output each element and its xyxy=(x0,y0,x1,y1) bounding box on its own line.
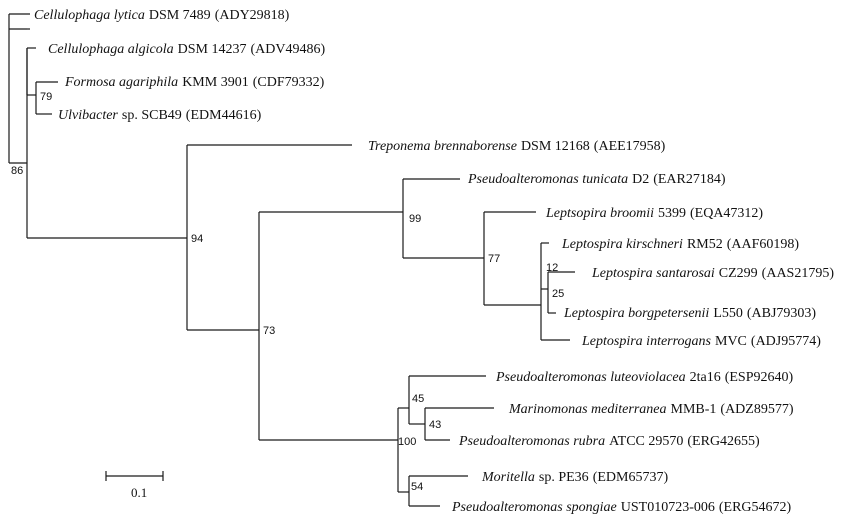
taxon-label: Treponema brennaborense DSM 12168 (AEE17… xyxy=(368,137,666,154)
bootstrap-value: 99 xyxy=(409,213,421,225)
svg-text:Cellulophaga algicola DSM 1423: Cellulophaga algicola DSM 14237 (ADV4948… xyxy=(48,40,325,57)
taxon-label: Cellulophaga lytica DSM 7489 (ADY29818) xyxy=(34,6,290,23)
taxon-label: Leptospira kirschneri RM52 (AAF60198) xyxy=(561,235,799,252)
svg-text:Pseudoalteromonas rubra ATCC 2: Pseudoalteromonas rubra ATCC 29570 (ERG4… xyxy=(458,432,760,449)
svg-text:Formosa agariphila KMM 3901 (C: Formosa agariphila KMM 3901 (CDF79332) xyxy=(64,73,325,90)
svg-text:Leptospira interrogans MVC (AD: Leptospira interrogans MVC (ADJ95774) xyxy=(581,332,821,349)
taxon-label: Pseudoalteromonas luteoviolacea 2ta16 (E… xyxy=(495,368,794,385)
bootstrap-value: 94 xyxy=(191,233,203,245)
taxon-label: Pseudoalteromonas tunicata D2 (EAR27184) xyxy=(467,170,726,187)
taxon-label: Marinomonas mediterranea MMB-1 (ADZ89577… xyxy=(508,400,794,417)
bootstrap-value: 86 xyxy=(11,165,23,177)
svg-text:Leptsopira broomii 5399 (EQA47: Leptsopira broomii 5399 (EQA47312) xyxy=(545,204,763,221)
bootstrap-value: 43 xyxy=(429,419,441,431)
svg-text:Treponema brennaborense DSM 12: Treponema brennaborense DSM 12168 (AEE17… xyxy=(368,137,666,154)
taxon-label: Leptospira interrogans MVC (ADJ95774) xyxy=(581,332,821,349)
taxon-label: Moritella sp. PE36 (EDM65737) xyxy=(481,468,668,485)
svg-text:Marinomonas mediterranea MMB-1: Marinomonas mediterranea MMB-1 (ADZ89577… xyxy=(508,400,794,417)
taxon-label: Pseudoalteromonas spongiae UST010723-006… xyxy=(451,498,792,515)
svg-text:Pseudoalteromonas spongiae UST: Pseudoalteromonas spongiae UST010723-006… xyxy=(451,498,792,515)
bootstrap-value: 73 xyxy=(263,325,275,337)
svg-text:Leptospira kirschneri RM52 (AA: Leptospira kirschneri RM52 (AAF60198) xyxy=(561,235,799,252)
bootstrap-value: 12 xyxy=(546,262,558,274)
bootstrap-value: 79 xyxy=(40,91,52,103)
bootstrap-value: 45 xyxy=(412,393,424,405)
bootstrap-value: 25 xyxy=(552,288,564,300)
taxon-label: Leptospira santarosai CZ299 (AAS21795) xyxy=(591,264,834,281)
taxon-label: Cellulophaga algicola DSM 14237 (ADV4948… xyxy=(48,40,325,57)
scale-bar: 0.1 xyxy=(105,471,164,500)
bootstrap-value: 54 xyxy=(411,481,423,493)
taxon-label: Ulvibacter sp. SCB49 (EDM44616) xyxy=(58,106,262,123)
scale-bar-label: 0.1 xyxy=(131,485,147,500)
svg-text:Moritella sp. PE36 (EDM65737): Moritella sp. PE36 (EDM65737) xyxy=(481,468,668,485)
svg-text:Leptospira borgpetersenii L550: Leptospira borgpetersenii L550 (ABJ79303… xyxy=(563,304,816,321)
svg-text:Pseudoalteromonas tunicata D2: Pseudoalteromonas tunicata D2 (EAR27184) xyxy=(467,170,726,187)
svg-text:Leptospira santarosai CZ299 (A: Leptospira santarosai CZ299 (AAS21795) xyxy=(591,264,834,281)
svg-text:Ulvibacter sp. SCB49 (EDM44616: Ulvibacter sp. SCB49 (EDM44616) xyxy=(58,106,262,123)
taxon-label: Pseudoalteromonas rubra ATCC 29570 (ERG4… xyxy=(458,432,760,449)
taxon-label: Leptsopira broomii 5399 (EQA47312) xyxy=(545,204,763,221)
taxon-label: Leptospira borgpetersenii L550 (ABJ79303… xyxy=(563,304,816,321)
bootstrap-value: 77 xyxy=(488,253,500,265)
svg-text:Cellulophaga lytica DSM 7489 (: Cellulophaga lytica DSM 7489 (ADY29818) xyxy=(34,6,290,23)
taxon-label: Formosa agariphila KMM 3901 (CDF79332) xyxy=(64,73,325,90)
bootstrap-value: 100 xyxy=(398,436,416,448)
svg-text:Pseudoalteromonas luteoviolac: Pseudoalteromonas luteoviolacea 2ta16 (E… xyxy=(495,368,794,385)
